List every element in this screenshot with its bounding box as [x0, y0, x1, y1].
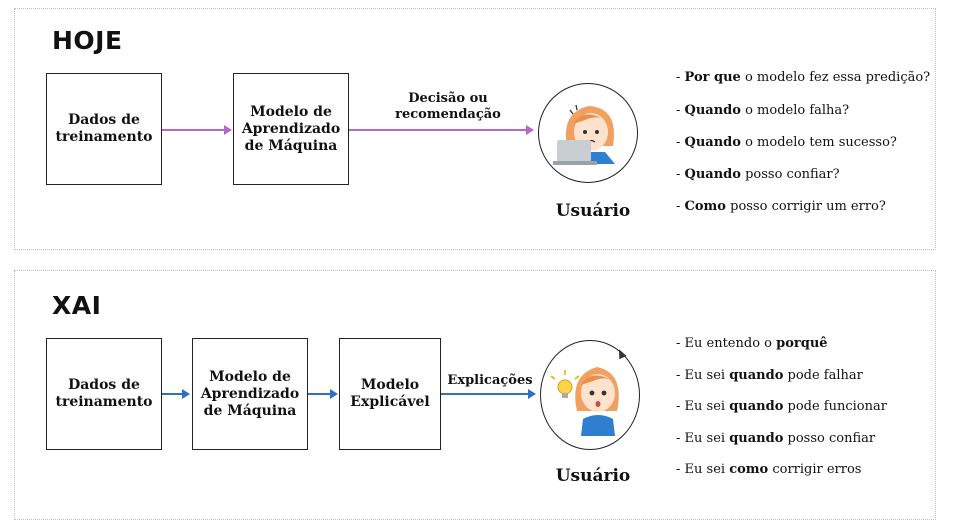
xai-panel	[14, 270, 936, 520]
arrow-explainable-to-user	[441, 389, 536, 399]
xai-user-label: Usuário	[555, 466, 631, 486]
arrow-data-to-model	[162, 125, 232, 135]
statement-item: - Eu entendo o porquê	[676, 336, 828, 351]
statement-item: - Eu sei como corrigir erros	[676, 462, 862, 477]
arrow-model-to-explainable	[308, 389, 338, 399]
explanations-arrow-label: Explicações	[447, 373, 533, 388]
statement-item: - Eu sei quando posso confiar	[676, 431, 876, 446]
explainable-model-box: Modelo Explicável	[339, 338, 441, 450]
question-item: - Por que o modelo fez essa predição?	[676, 70, 931, 85]
xai-training-data-label: Dados de treinamento	[55, 377, 153, 410]
decision-arrow-label: Decisão ou recomendação	[395, 91, 501, 122]
ml-model-label: Modelo de Aprendizado de Máquina	[241, 103, 341, 154]
today-title: HOJE	[52, 26, 123, 55]
training-data-label: Dados de treinamento	[55, 112, 153, 145]
explainable-model-label: Modelo Explicável	[350, 377, 430, 410]
xai-ml-model-box: Modelo de Aprendizado de Máquina	[192, 338, 308, 450]
statement-item: - Eu sei quando pode funcionar	[676, 399, 887, 414]
question-item: - Quando o modelo falha?	[676, 103, 850, 118]
question-item: - Como posso corrigir um erro?	[676, 199, 886, 214]
statement-item: - Eu sei quando pode falhar	[676, 368, 863, 383]
xai-training-data-box: Dados de treinamento	[46, 338, 162, 450]
ml-model-box: Modelo de Aprendizado de Máquina	[233, 73, 349, 185]
woman-lightbulb-icon	[540, 340, 640, 450]
question-item: - Quando posso confiar?	[676, 167, 840, 182]
arrow-model-to-user	[349, 125, 534, 135]
xai-title: XAI	[52, 291, 102, 320]
today-panel	[14, 8, 936, 250]
xai-ml-model-label: Modelo de Aprendizado de Máquina	[200, 368, 300, 419]
today-user-label: Usuário	[555, 201, 631, 221]
question-item: - Quando o modelo tem sucesso?	[676, 135, 897, 150]
training-data-box: Dados de treinamento	[46, 73, 162, 185]
confused-woman-laptop-icon	[538, 83, 638, 183]
arrow-xai-data-to-model	[162, 389, 190, 399]
